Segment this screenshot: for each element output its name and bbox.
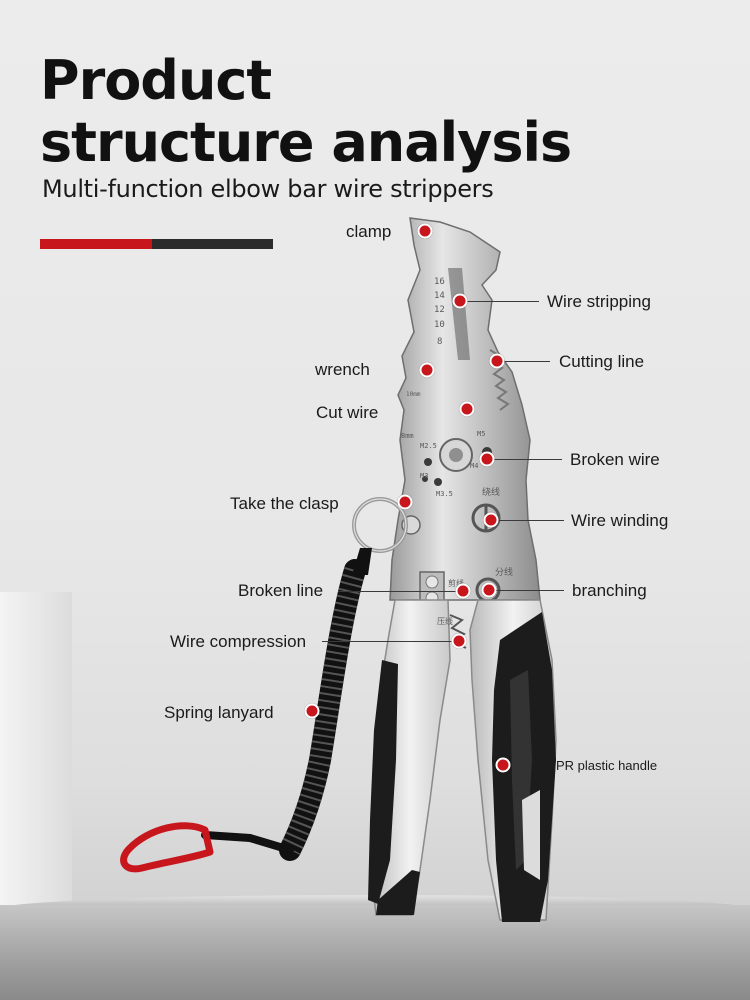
page-title: Product structure analysis [40, 49, 572, 174]
label-branching: branching [572, 581, 647, 600]
callout-line-cutting-line [500, 361, 550, 362]
label-cutting-line: Cutting line [559, 352, 645, 371]
callout-dot-icon [417, 223, 433, 239]
left-grip [368, 660, 398, 904]
callout-line-broken-wire [490, 459, 562, 460]
callout-dot-icon [459, 401, 475, 417]
thread-m3-mark: M3 [420, 472, 428, 480]
callout-dot-icon [489, 353, 505, 369]
label-clamp: clamp [346, 222, 392, 241]
label-broken-line: Broken line [238, 581, 324, 600]
title-line-2: structure analysis [40, 111, 572, 174]
jaw-size-mark: 10mm [406, 391, 421, 398]
gauge-16: 16 [434, 277, 445, 287]
gauge-8: 8 [437, 337, 442, 347]
label-wrench: wrench [315, 360, 370, 379]
accent-bar-dark [152, 239, 273, 249]
callout-line-wire-compression [322, 641, 458, 642]
callout-line-broken-line [338, 591, 463, 592]
callout-dot-icon [495, 757, 511, 773]
callout-dot-icon [451, 633, 467, 649]
callout-line-branching [492, 590, 564, 591]
accent-bar-red [40, 239, 152, 249]
callout-line-wire-stripping [462, 301, 539, 302]
callout-dot-icon [481, 582, 497, 598]
label-wire-stripping: Wire stripping [547, 292, 651, 311]
label-take-the-clasp: Take the clasp [230, 494, 339, 513]
callout-dot-icon [419, 362, 435, 378]
callout-dot-icon [452, 293, 468, 309]
gauge-10: 10 [434, 320, 445, 330]
thread-m25-mark: M2.5 [420, 442, 437, 450]
table-surface [0, 905, 750, 1000]
branch-cn-mark: 分线 [495, 566, 513, 578]
carabiner-icon [120, 822, 214, 873]
gauge-14: 14 [434, 291, 445, 301]
thread-m35-mark: M3.5 [436, 490, 453, 498]
title-line-1: Product [40, 49, 272, 112]
cut-cn-mark: 剪线 [448, 578, 464, 588]
label-wire-winding: Wire winding [571, 511, 669, 530]
hex-size-mark: 8mm [401, 432, 414, 440]
label-broken-wire: Broken wire [570, 450, 660, 469]
thread-m4-mark: M4 [470, 462, 478, 470]
label-cut-wire: Cut wire [316, 403, 379, 422]
gauge-12: 12 [434, 305, 445, 315]
spring-lanyard [201, 548, 372, 861]
label-spring-lanyard: Spring lanyard [164, 703, 274, 722]
press-cn-mark: 压线 [437, 616, 453, 626]
page-subtitle: Multi-function elbow bar wire strippers [42, 175, 494, 203]
tool-markings: 16 14 12 10 8 10mm 8mm M2.5 M5 M4 M3 M3.… [401, 277, 513, 626]
winding-cn-mark: 绕线 [482, 486, 500, 498]
label-wire-compression: Wire compression [170, 632, 307, 651]
keyring-icon [352, 497, 408, 553]
callout-dot-icon [455, 583, 471, 599]
label-tpr-plastic-handle: TPR plastic handle [548, 758, 658, 773]
background-plinth [0, 592, 72, 922]
callout-dot-icon [397, 494, 413, 510]
callout-dot-icon [479, 451, 495, 467]
callout-dot-icon [304, 703, 320, 719]
thread-m5-mark: M5 [477, 430, 485, 438]
callout-dot-icon [483, 512, 499, 528]
callout-line-wire-winding [494, 520, 564, 521]
